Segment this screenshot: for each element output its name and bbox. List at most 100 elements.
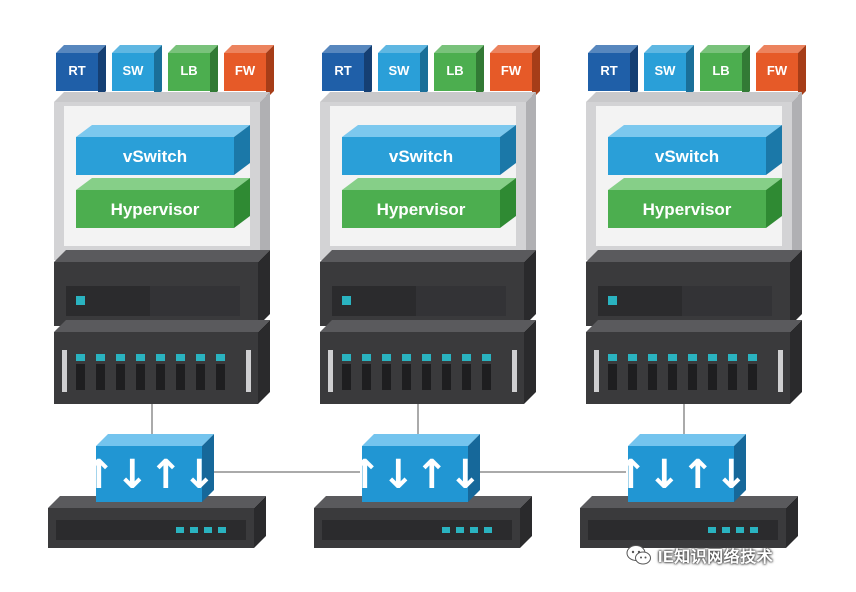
container-top: [320, 92, 536, 102]
container-side: [526, 92, 536, 260]
service-cube-top: [644, 45, 694, 53]
service-cube-top: [378, 45, 428, 53]
storage-unit-side: [524, 320, 536, 404]
arrows-icon: ↑↓↑↓: [82, 452, 216, 498]
container-top: [54, 92, 270, 102]
port-led: [442, 527, 450, 533]
drive-led: [422, 354, 431, 361]
storage-unit-side: [258, 320, 270, 404]
drive-bay: [728, 364, 737, 390]
service-cube-side: [98, 45, 106, 99]
switch-2: ↑↓↑↓: [314, 434, 532, 548]
drive-led: [196, 354, 205, 361]
drive-bay: [708, 364, 717, 390]
switch-cube-top: [96, 434, 214, 446]
service-cube-side: [476, 45, 484, 99]
hypervisor-layer: [608, 190, 766, 228]
drive-bay: [176, 364, 185, 390]
server-panel-right: [150, 286, 240, 316]
service-cube-rt: [588, 53, 630, 91]
service-cube-sw: [644, 53, 686, 91]
hypervisor-layer-label: Hypervisor: [111, 200, 200, 219]
service-cube-top: [224, 45, 274, 53]
service-cube-side: [532, 45, 540, 99]
drive-bay: [482, 364, 491, 390]
vswitch-layer: [608, 137, 766, 175]
hypervisor-layer-label: Hypervisor: [643, 200, 732, 219]
service-label: FW: [767, 63, 788, 78]
port-led: [708, 527, 716, 533]
drive-bay: [382, 364, 391, 390]
port-led: [456, 527, 464, 533]
status-led: [608, 296, 617, 305]
switch-panel: [56, 520, 246, 540]
service-cube-rt: [322, 53, 364, 91]
server-unit-top: [54, 250, 270, 262]
port-led: [190, 527, 198, 533]
vswitch-layer-label: vSwitch: [389, 147, 453, 166]
service-cube-side: [210, 45, 218, 99]
service-cube-top: [56, 45, 106, 53]
storage-rail: [328, 350, 333, 392]
wechat-icon: [626, 545, 651, 565]
drive-bay: [442, 364, 451, 390]
drive-bay: [116, 364, 125, 390]
drive-led: [382, 354, 391, 361]
service-cube-lb: [700, 53, 742, 91]
switch-chassis-side: [520, 496, 532, 548]
service-cube-fw: [224, 53, 266, 91]
port-led: [176, 527, 184, 533]
drive-led: [76, 354, 85, 361]
port-led: [722, 527, 730, 533]
drive-led: [402, 354, 411, 361]
watermark: IE知识网络技术: [626, 541, 773, 569]
switch-panel: [588, 520, 778, 540]
drive-bay: [422, 364, 431, 390]
service-cube-top: [756, 45, 806, 53]
hypervisor-layer-side: [234, 178, 250, 228]
server-panel-right: [416, 286, 506, 316]
drive-bay: [362, 364, 371, 390]
status-led: [342, 296, 351, 305]
service-cube-top: [168, 45, 218, 53]
switch-chassis-side: [786, 496, 798, 548]
service-cube-fw: [490, 53, 532, 91]
service-cube-top: [112, 45, 162, 53]
port-led: [750, 527, 758, 533]
service-cube-sw: [378, 53, 420, 91]
drive-bay: [648, 364, 657, 390]
service-cube-side: [630, 45, 638, 99]
storage-rail: [246, 350, 251, 392]
drive-led: [482, 354, 491, 361]
drive-bay: [76, 364, 85, 390]
drive-bay: [608, 364, 617, 390]
drive-bay: [96, 364, 105, 390]
drive-led: [688, 354, 697, 361]
hypervisor-layer-top: [342, 178, 516, 190]
hypervisor-layer-top: [76, 178, 250, 190]
drive-led: [728, 354, 737, 361]
hypervisor-layer: [76, 190, 234, 228]
drive-bay: [628, 364, 637, 390]
storage-rail: [512, 350, 517, 392]
drive-bay: [668, 364, 677, 390]
drive-led: [748, 354, 757, 361]
service-cube-side: [686, 45, 694, 99]
server-panel-right: [682, 286, 772, 316]
container-top: [586, 92, 802, 102]
service-label: SW: [389, 63, 411, 78]
service-cube-top: [490, 45, 540, 53]
service-label: LB: [180, 63, 197, 78]
service-label: LB: [712, 63, 729, 78]
arrows-icon: ↑↓↑↓: [348, 452, 482, 498]
drive-bay: [342, 364, 351, 390]
service-label: SW: [123, 63, 145, 78]
service-cube-rt: [56, 53, 98, 91]
drive-led: [362, 354, 371, 361]
service-cube-side: [154, 45, 162, 99]
server-unit-side: [790, 250, 802, 326]
